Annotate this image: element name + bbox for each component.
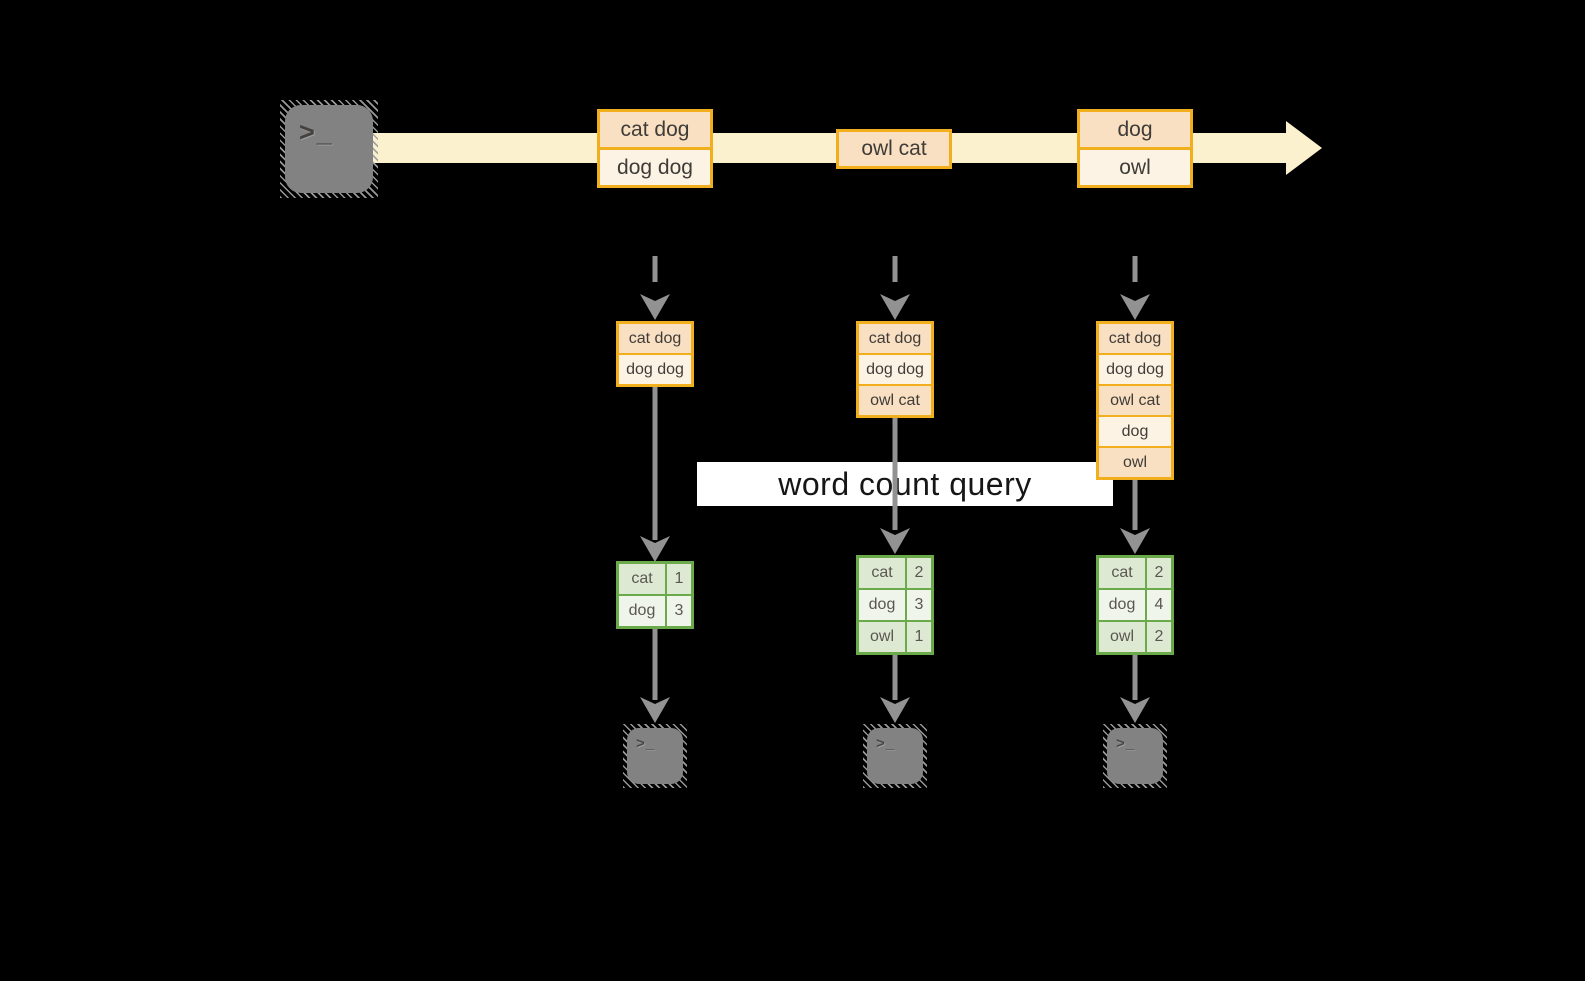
terminal-icon-body: >_ bbox=[285, 105, 373, 193]
terminal-icon-body: >_ bbox=[867, 728, 923, 784]
input-row: dog bbox=[1099, 415, 1171, 446]
word-count-query-label: word count query bbox=[697, 462, 1113, 506]
count-value: 3 bbox=[667, 596, 691, 626]
input-row: owl bbox=[1099, 446, 1171, 477]
count-word: owl bbox=[1099, 622, 1145, 652]
stream-batch-3: dog owl bbox=[1077, 109, 1193, 188]
sink-arrow-1-head bbox=[640, 697, 670, 723]
terminal-icon: >_ bbox=[280, 100, 378, 198]
count-word: cat bbox=[859, 558, 905, 588]
query-arrow-2-head bbox=[880, 528, 910, 554]
terminal-prompt-icon: >_ bbox=[876, 735, 896, 752]
count-word: cat bbox=[1099, 558, 1145, 588]
count-value: 3 bbox=[907, 590, 931, 620]
terminal-icon-body: >_ bbox=[1107, 728, 1163, 784]
terminal-prompt-icon: >_ bbox=[636, 735, 656, 752]
dashed-arrow-3-head bbox=[1120, 294, 1150, 320]
count-word: cat bbox=[619, 564, 665, 594]
input-row: cat dog bbox=[1099, 324, 1171, 353]
count-value: 2 bbox=[1147, 622, 1171, 652]
count-word: dog bbox=[1099, 590, 1145, 620]
terminal-icon: >_ bbox=[863, 724, 927, 788]
count-word: dog bbox=[859, 590, 905, 620]
count-value: 2 bbox=[907, 558, 931, 588]
input-row: dog dog bbox=[1099, 353, 1171, 384]
count-word: owl bbox=[859, 622, 905, 652]
dashed-arrow-1-head bbox=[640, 294, 670, 320]
dashed-arrow-2-head bbox=[880, 294, 910, 320]
count-table-3: cat 2 dog 4 owl 2 bbox=[1096, 555, 1174, 655]
input-row: dog dog bbox=[859, 353, 931, 384]
terminal-prompt-icon: >_ bbox=[1116, 735, 1136, 752]
sink-arrow-3-head bbox=[1120, 697, 1150, 723]
input-row: cat dog bbox=[619, 324, 691, 353]
stream-batch-2: owl cat bbox=[836, 129, 952, 169]
input-table-2: cat dog dog dog owl cat bbox=[856, 321, 934, 418]
input-row: dog dog bbox=[619, 353, 691, 384]
terminal-icon: >_ bbox=[623, 724, 687, 788]
count-word: dog bbox=[619, 596, 665, 626]
input-row: owl cat bbox=[1099, 384, 1171, 415]
count-value: 1 bbox=[907, 622, 931, 652]
stream-record: cat dog bbox=[600, 112, 710, 147]
terminal-icon: >_ bbox=[1103, 724, 1167, 788]
count-table-1: cat 1 dog 3 bbox=[616, 561, 694, 629]
terminal-icon-body: >_ bbox=[627, 728, 683, 784]
input-row: cat dog bbox=[859, 324, 931, 353]
stream-batch-1: cat dog dog dog bbox=[597, 109, 713, 188]
stream-record: owl bbox=[1080, 147, 1190, 185]
stream-record: owl cat bbox=[839, 132, 949, 166]
count-value: 4 bbox=[1147, 590, 1171, 620]
count-value: 1 bbox=[667, 564, 691, 594]
query-arrow-3-head bbox=[1120, 528, 1150, 554]
count-table-2: cat 2 dog 3 owl 1 bbox=[856, 555, 934, 655]
input-table-3: cat dog dog dog owl cat dog owl bbox=[1096, 321, 1174, 480]
input-table-1: cat dog dog dog bbox=[616, 321, 694, 387]
stream-record: dog bbox=[1080, 112, 1190, 147]
terminal-prompt-icon: >_ bbox=[299, 117, 334, 147]
stream-record: dog dog bbox=[600, 147, 710, 185]
count-value: 2 bbox=[1147, 558, 1171, 588]
sink-arrow-2-head bbox=[880, 697, 910, 723]
input-row: owl cat bbox=[859, 384, 931, 415]
query-arrow-1-head bbox=[640, 536, 670, 562]
